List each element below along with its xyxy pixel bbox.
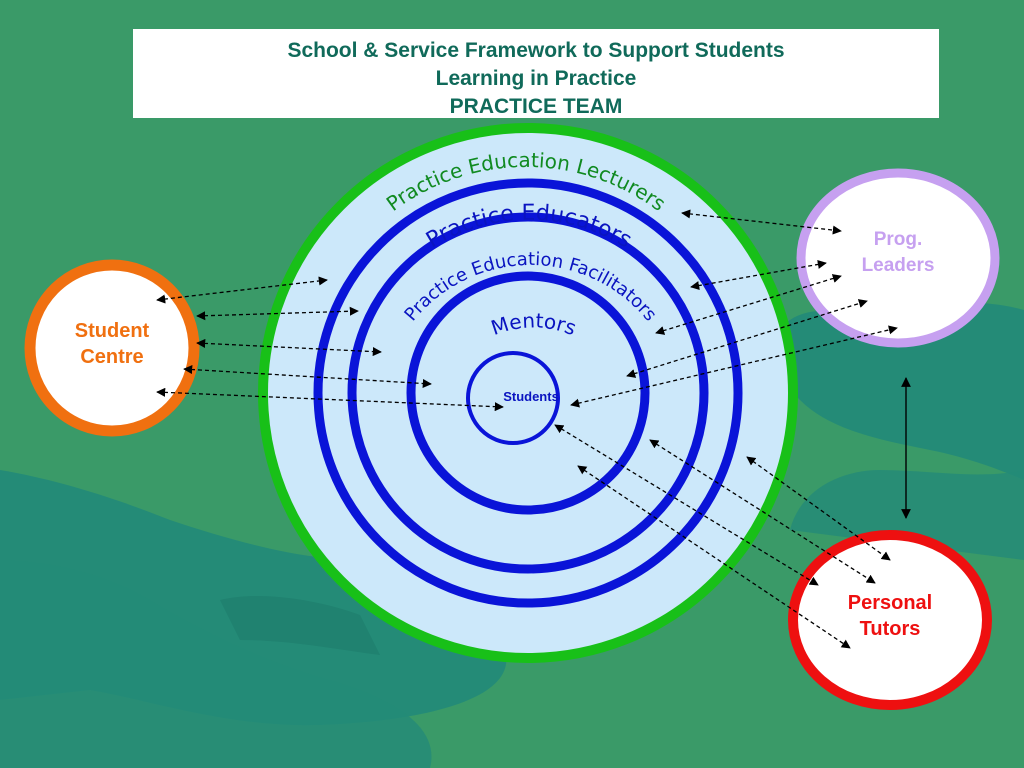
title-line-3: PRACTICE TEAM <box>449 95 623 118</box>
arrow-prog-leaders-lecturers <box>681 209 842 235</box>
arrow-student-centre-facilitators <box>196 338 382 357</box>
arrow-student-centre-lecturers <box>156 276 328 304</box>
practice-team-rings: Practice Education Lecturers Practice Ed… <box>258 123 798 663</box>
arrow-student-centre-students <box>156 387 504 412</box>
arrow-student-centre-educators <box>196 306 359 321</box>
prog-leaders-label: Prog. Leaders <box>861 229 935 276</box>
student-centre-bubble <box>24 259 200 437</box>
arrow-student-centre-mentors <box>183 364 432 389</box>
personal-tutors-label: Personal Tutors <box>847 592 933 640</box>
arrow-personal-tutors-students <box>554 424 819 586</box>
arrow-prog-leaders-facilitators <box>655 274 842 335</box>
title-line-2: Learning in Practice <box>435 67 637 90</box>
title-line-1: School & Service Framework to Support St… <box>287 39 785 62</box>
students-label: Students <box>503 389 559 404</box>
arrow-personal-tutors-mentors <box>577 465 851 649</box>
student-centre-label: Student Centre <box>74 320 150 368</box>
connector-arrows <box>156 209 898 649</box>
title-box: School & Service Framework to Support St… <box>133 29 939 118</box>
hands-background-image <box>0 302 1024 768</box>
